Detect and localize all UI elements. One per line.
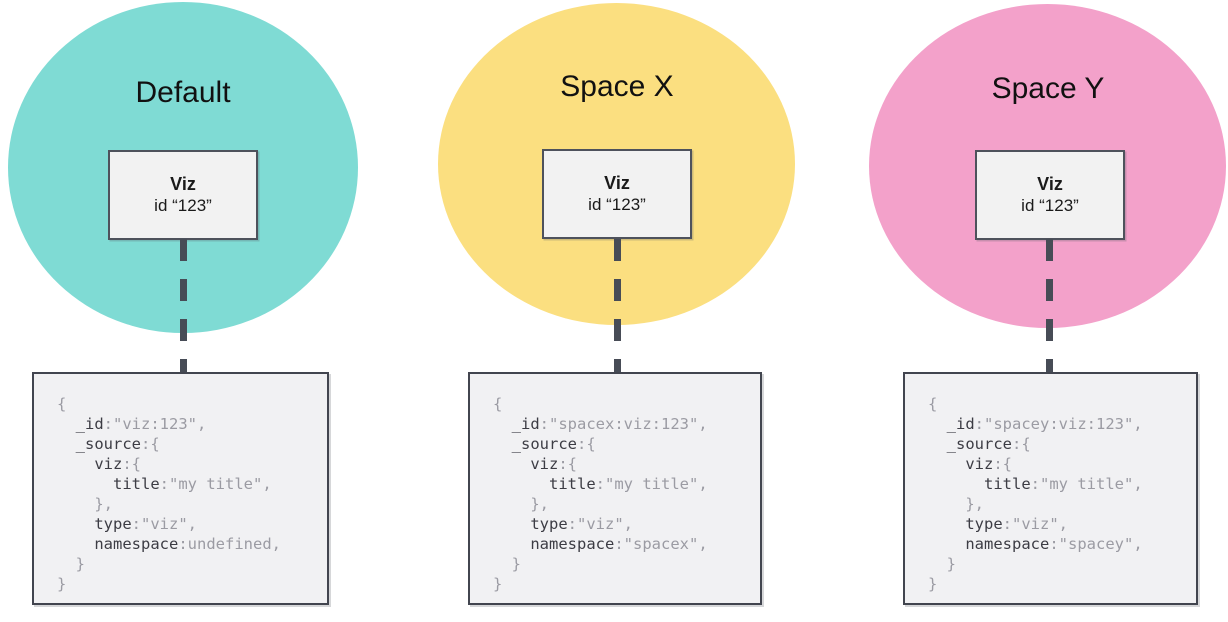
code-line: } xyxy=(493,555,521,573)
code-line: type:"viz", xyxy=(94,515,197,533)
code-line: { xyxy=(57,395,67,413)
code-line: _id:"viz:123", xyxy=(75,415,207,433)
saved-object-code-spacex: { _id:"spacex:viz:123", _source:{ viz:{ … xyxy=(468,372,762,605)
saved-object-code-spacey: { _id:"spacey:viz:123", _source:{ viz:{ … xyxy=(903,372,1198,605)
viz-card-spacex: Viz id “123” xyxy=(542,149,692,239)
code-line: _source:{ xyxy=(511,435,596,453)
code-line: _source:{ xyxy=(75,435,160,453)
code-line: } xyxy=(928,555,956,573)
code-line: title:"my title", xyxy=(984,475,1143,493)
saved-object-code-default: { _id:"viz:123", _source:{ viz:{ title:"… xyxy=(32,372,329,605)
code-line: { xyxy=(493,395,503,413)
code-line: type:"viz", xyxy=(965,515,1068,533)
dashed-connector-spacex xyxy=(614,239,621,372)
code-line: namespace:"spacex", xyxy=(530,535,708,553)
code-line: title:"my title", xyxy=(113,475,272,493)
viz-card-spacey: Viz id “123” xyxy=(975,150,1125,240)
viz-card-title: Viz xyxy=(1037,174,1063,194)
code-line: }, xyxy=(928,495,984,513)
code-line: _id:"spacex:viz:123", xyxy=(511,415,708,433)
code-line: } xyxy=(928,575,938,593)
code-line: viz:{ xyxy=(965,455,1012,473)
code-line: namespace:"spacey", xyxy=(965,535,1143,553)
code-line: { xyxy=(928,395,938,413)
code-line: }, xyxy=(57,495,113,513)
code-line: viz:{ xyxy=(94,455,141,473)
viz-card-id: id “123” xyxy=(588,195,646,214)
dashed-connector-default xyxy=(180,239,187,373)
default-namespace-title: Default xyxy=(135,76,231,109)
code-line: viz:{ xyxy=(530,455,577,473)
dashed-connector-spacey xyxy=(1046,239,1053,372)
spacey-namespace-title: Space Y xyxy=(991,72,1105,105)
code-line: }, xyxy=(493,495,549,513)
viz-card-title: Viz xyxy=(604,173,630,193)
code-line: } xyxy=(57,555,85,573)
code-line: _source:{ xyxy=(946,435,1031,453)
code-line: type:"viz", xyxy=(530,515,633,533)
code-line: } xyxy=(57,575,67,593)
viz-card-title: Viz xyxy=(170,174,196,194)
code-line: _id:"spacey:viz:123", xyxy=(946,415,1143,433)
viz-card-default: Viz id “123” xyxy=(108,150,258,240)
code-line: } xyxy=(493,575,503,593)
code-line: title:"my title", xyxy=(549,475,708,493)
code-line: namespace:undefined, xyxy=(94,535,281,553)
viz-card-id: id “123” xyxy=(154,196,212,215)
viz-card-id: id “123” xyxy=(1021,196,1079,215)
spacex-namespace-title: Space X xyxy=(560,70,674,103)
